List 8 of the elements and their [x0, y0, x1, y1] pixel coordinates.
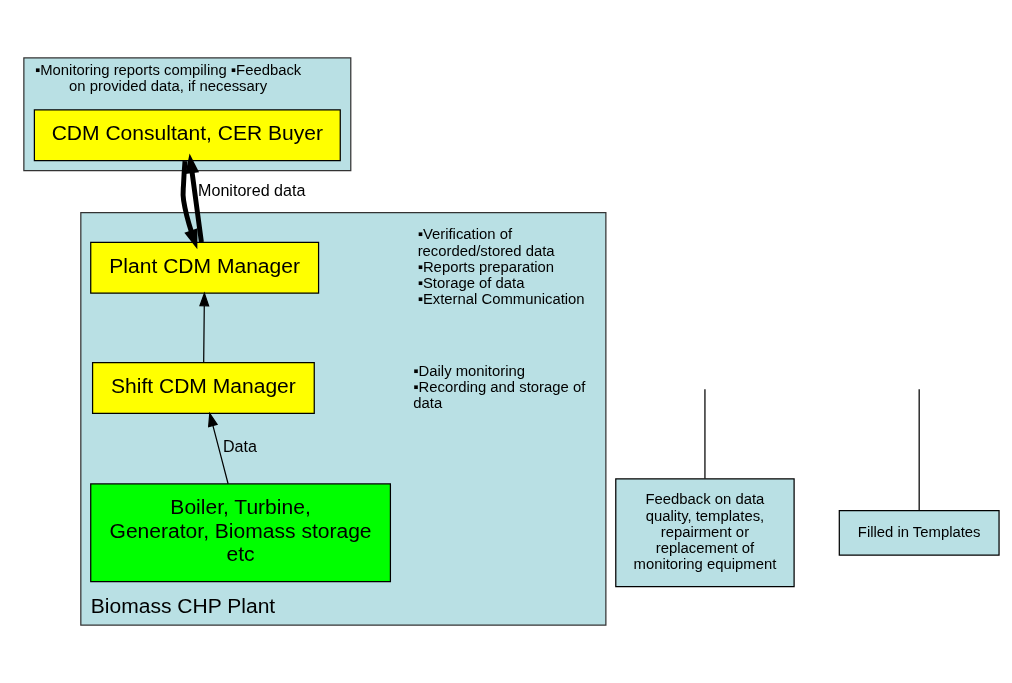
edge-label: Monitored data [197, 180, 305, 199]
node-label: ▪External Communication [417, 290, 585, 307]
node-label: ▪Daily monitoring [412, 362, 525, 379]
node-label: ▪Verification of recorded/stored data [417, 226, 555, 259]
node-label: ▪Storage of data [417, 274, 524, 291]
edge-label: Data [222, 437, 257, 456]
node-label: ▪Reports preparation [417, 258, 554, 275]
node-label: ▪Recording and storage of data [412, 378, 585, 411]
